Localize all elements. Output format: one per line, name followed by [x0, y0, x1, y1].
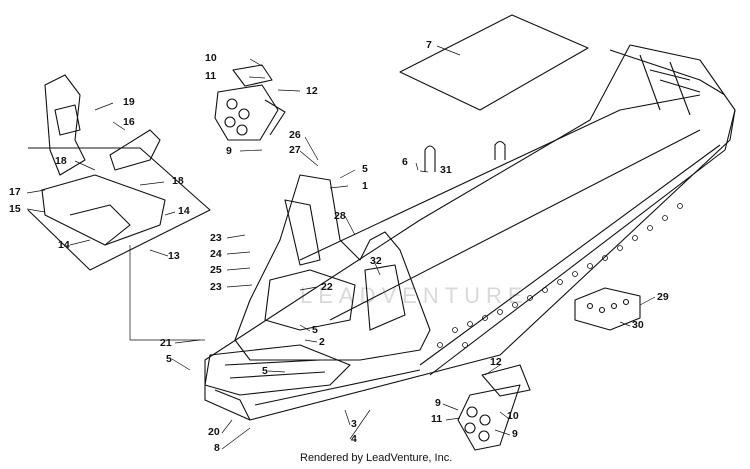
callout-27: 27: [289, 144, 301, 156]
callout-10: 10: [205, 52, 217, 64]
part-31-u-bolts: [424, 140, 506, 172]
watermark-text: LEADVENTURE: [300, 283, 529, 308]
callout-14: 14: [178, 205, 190, 217]
callout-11: 11: [205, 70, 217, 82]
callout-3: 3: [351, 418, 357, 430]
part-16-19-bracket: [44, 74, 161, 176]
callout-25: 25: [210, 264, 222, 276]
callout-23: 23: [210, 232, 222, 244]
part-10-12-bracket-bottom: [457, 364, 531, 451]
callout-1: 1: [362, 180, 368, 192]
callout-28: 28: [334, 210, 346, 222]
callout-14: 14: [58, 239, 70, 251]
callout-10: 10: [507, 410, 519, 422]
callout-31: 31: [440, 164, 452, 176]
callout-29: 29: [657, 291, 669, 303]
callout-5: 5: [362, 163, 368, 175]
callout-24: 24: [210, 248, 222, 260]
callout-5: 5: [312, 324, 318, 336]
callout-4: 4: [351, 433, 357, 445]
callout-13: 13: [168, 250, 180, 262]
callout-12: 12: [490, 356, 502, 368]
front-bulkhead: [204, 174, 431, 421]
part-14-15-17-18-plate: [27, 147, 211, 271]
callout-5: 5: [262, 365, 268, 377]
callout-9: 9: [435, 397, 441, 409]
leader-lines: [26, 45, 656, 450]
callout-9: 9: [512, 428, 518, 440]
callout-17: 17: [9, 186, 21, 198]
callout-32: 32: [370, 255, 382, 267]
callout-9: 9: [226, 145, 232, 157]
callout-21: 21: [160, 337, 172, 349]
part-29-30-bracket: [574, 287, 641, 331]
callout-12: 12: [306, 85, 318, 97]
callout-20: 20: [208, 426, 220, 438]
part-7-panel: [399, 14, 589, 111]
callout-2: 2: [319, 336, 325, 348]
part-10-12-bracket-top: [214, 64, 286, 141]
callout-11: 11: [431, 413, 443, 425]
tunnel-chassis: [204, 44, 736, 421]
callout-7: 7: [426, 39, 432, 51]
callout-19: 19: [123, 96, 135, 108]
callout-6: 6: [402, 156, 408, 168]
callout-23: 23: [210, 281, 222, 293]
callout-18: 18: [55, 155, 67, 167]
credit-text: Rendered by LeadVenture, Inc.: [300, 452, 453, 464]
callout-8: 8: [214, 442, 220, 454]
callout-22: 22: [321, 281, 333, 293]
callout-15: 15: [9, 203, 21, 215]
callout-30: 30: [632, 319, 644, 331]
callout-16: 16: [123, 116, 135, 128]
callout-5: 5: [166, 353, 172, 365]
callout-26: 26: [289, 129, 301, 141]
callout-18: 18: [172, 175, 184, 187]
